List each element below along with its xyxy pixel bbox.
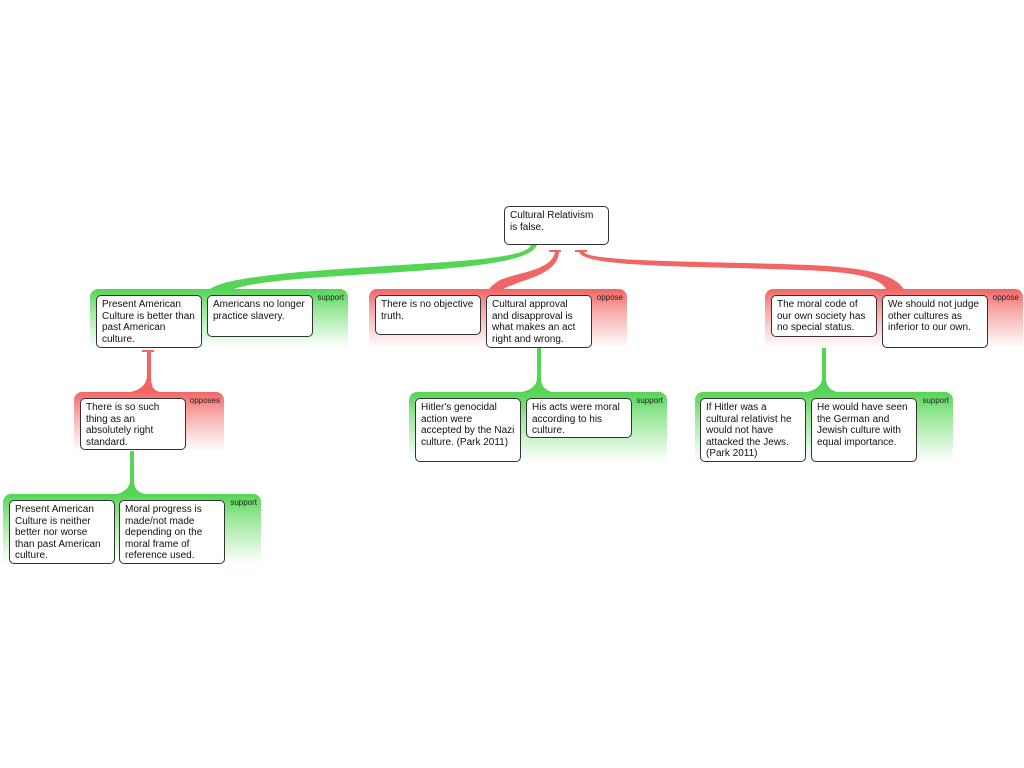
reason-text: Present American Culture is better than … xyxy=(102,299,195,345)
reason-text: Americans no longer practice slavery. xyxy=(213,299,305,322)
group-relation-label: opposes xyxy=(189,396,220,405)
reason-box[interactable]: Present American Culture is better than … xyxy=(96,295,202,348)
reason-box[interactable]: Present American Culture is neither bett… xyxy=(9,500,115,564)
reason-box[interactable]: There is no objective truth. xyxy=(375,295,481,335)
group-relation-label: support xyxy=(636,396,663,405)
reason-box[interactable]: The moral code of our own society has no… xyxy=(771,295,877,337)
reason-box[interactable]: There is so such thing as an absolutely … xyxy=(80,398,186,450)
oppose-marker-3 xyxy=(575,250,587,252)
group-relation-label: support xyxy=(317,293,344,302)
reason-box[interactable]: We should not judge other cultures as in… xyxy=(882,295,988,348)
reason-text: Moral progress is made/not made dependin… xyxy=(125,504,203,561)
root-claim[interactable]: Cultural Relativism is false. xyxy=(504,206,609,245)
reason-text: Present American Culture is neither bett… xyxy=(15,504,101,561)
reason-box[interactable]: His acts were moral according to his cul… xyxy=(526,398,632,438)
reason-text: We should not judge other cultures as in… xyxy=(888,299,979,333)
reason-text: Hitler's genocidal action were accepted … xyxy=(421,402,515,448)
reason-text: The moral code of our own society has no… xyxy=(777,299,866,333)
group-relation-label: support xyxy=(230,498,257,507)
reason-box[interactable]: Moral progress is made/not made dependin… xyxy=(119,500,225,564)
reason-box[interactable]: If Hitler was a cultural relativist he w… xyxy=(700,398,806,462)
connector-support-6 xyxy=(522,348,552,392)
opposes-marker-4 xyxy=(142,350,154,352)
root-claim-text: Cultural Relativism is false. xyxy=(510,210,594,233)
reason-text: There is no objective truth. xyxy=(381,299,474,322)
reason-box[interactable]: Americans no longer practice slavery. xyxy=(207,295,313,337)
group-relation-label: oppose xyxy=(596,293,623,302)
connector-support-7 xyxy=(807,336,837,392)
connector-oppose-2 xyxy=(486,252,559,294)
reason-text: Cultural approval and disapproval is wha… xyxy=(492,299,576,345)
connector-support-5 xyxy=(117,450,145,494)
group-relation-label: support xyxy=(922,396,949,405)
reason-text: His acts were moral according to his cul… xyxy=(532,402,620,436)
reason-text: If Hitler was a cultural relativist he w… xyxy=(706,402,792,459)
connector-opposes-4 xyxy=(130,350,160,392)
group-relation-label: oppose xyxy=(992,293,1019,302)
connector-oppose-3 xyxy=(579,252,906,294)
oppose-marker-2 xyxy=(549,250,561,252)
reason-box[interactable]: He would have seen the German and Jewish… xyxy=(811,398,917,462)
reason-text: There is so such thing as an absolutely … xyxy=(86,402,160,448)
reason-text: He would have seen the German and Jewish… xyxy=(817,402,908,448)
reason-box[interactable]: Hitler's genocidal action were accepted … xyxy=(415,398,521,462)
reason-box[interactable]: Cultural approval and disapproval is wha… xyxy=(486,295,592,348)
connector-support-1 xyxy=(203,245,537,294)
